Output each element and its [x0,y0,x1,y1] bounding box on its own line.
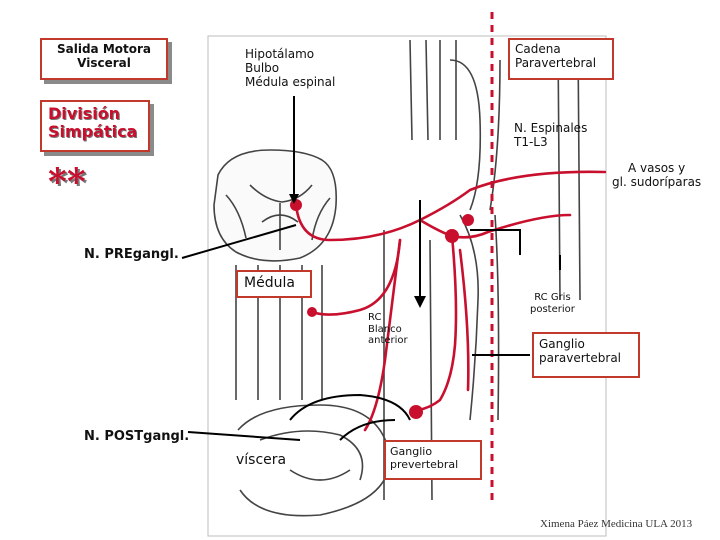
salida-motora-box: Salida Motora Visceral [40,38,168,80]
ganglio-prevertebral-label: Ganglio prevertebral [390,445,459,471]
asterisks-label: ** [48,161,86,203]
rc-gris-label: RC Gris posterior [530,292,575,315]
ganglio-paravertebral-box: Ganglio paravertebral [532,332,640,378]
ganglion-cells [290,199,474,419]
credit-label: Ximena Páez Medicina ULA 2013 [540,518,693,530]
leader-lines [181,96,561,441]
n-pregangl-label: N. PREgangl. [84,247,179,262]
hipotalamo-label: Hipotálamo Bulbo Médula espinal [245,47,336,89]
a-vasos-label: A vasos y gl. sudoríparas [612,161,702,189]
cadena-paravertebral-box: Cadena Paravertebral [508,38,614,80]
n-espinales-label: N. Espinales T1-L3 [514,121,588,149]
cadena-paravertebral-label: Cadena Paravertebral [515,42,597,70]
medula-box: Médula [236,270,312,298]
medula-label: Médula [244,275,295,291]
sympathetic-chain [383,39,581,501]
salida-motora-label: Salida Motora Visceral [56,42,151,70]
drawing-frame [207,35,607,537]
arrow-heads [289,194,426,308]
viscera-label: víscera [236,452,287,468]
division-simpatica-label: División Simpática [48,104,138,142]
n-postgangl-label: N. POSTgangl. [84,429,190,444]
rc-blanco-label: RC Blanco anterior [368,312,408,346]
division-simpatica-box: División Simpática [40,100,150,152]
ganglio-prevertebral-box: Ganglio prevertebral [384,440,482,480]
ganglio-paravertebral-label: Ganglio paravertebral [539,337,622,365]
